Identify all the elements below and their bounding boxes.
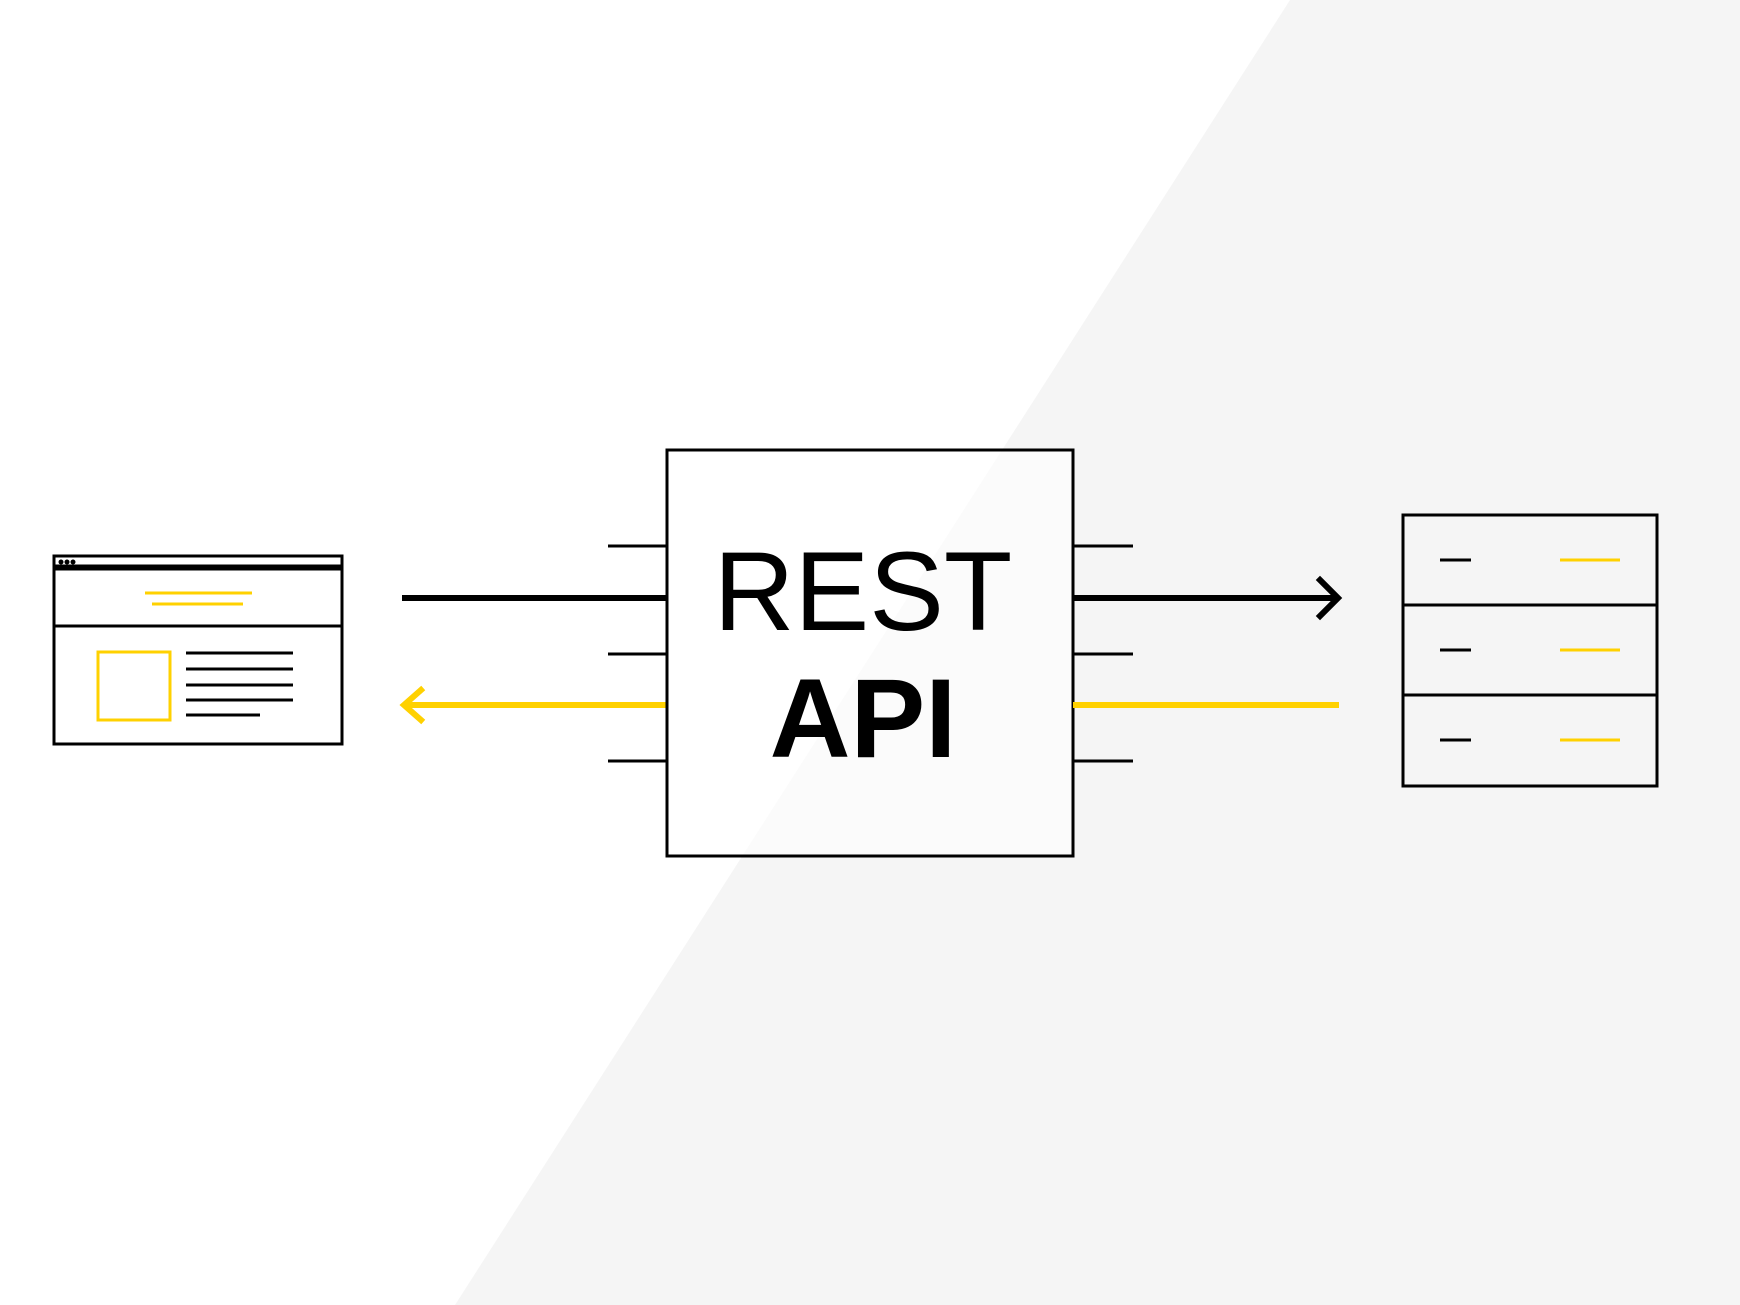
browser-window-icon <box>52 554 344 746</box>
server-rack-frame <box>1401 513 1659 788</box>
browser-dot-2 <box>64 559 70 565</box>
browser-titlebar-line <box>52 554 344 568</box>
browser-image-placeholder <box>96 650 172 722</box>
browser-dot-3 <box>70 559 76 565</box>
api-title-line1: REST <box>714 529 1013 654</box>
browser-dot-1 <box>58 559 64 565</box>
arrow-left-icon <box>399 685 426 725</box>
api-title-line2: API <box>770 656 957 781</box>
api-left-pins <box>608 544 667 763</box>
server-rack-icon <box>1401 513 1659 788</box>
api-right-pins <box>1073 544 1133 763</box>
api-box <box>665 448 1075 858</box>
arrow-right-icon <box>1315 575 1343 621</box>
